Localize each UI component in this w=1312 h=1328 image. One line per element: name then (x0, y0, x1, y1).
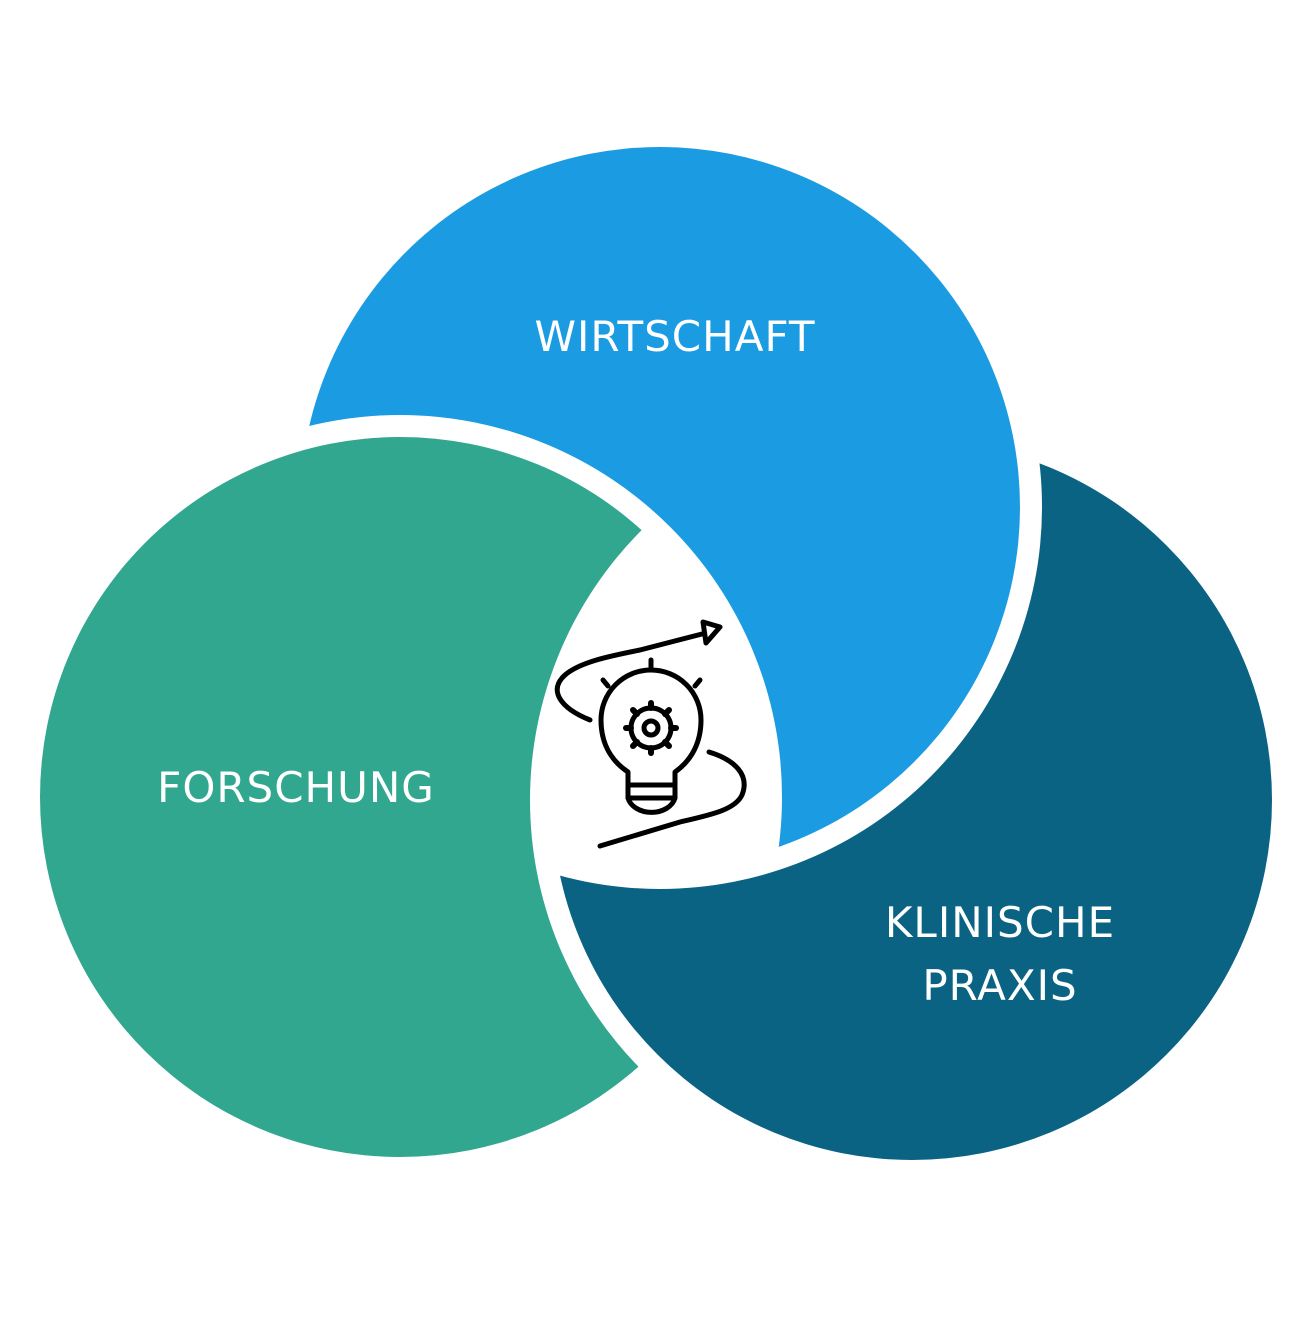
lightbulb-gear-arrow-icon (554, 619, 747, 849)
label-forschung: FORSCHUNG (157, 763, 435, 812)
circle-klinische-praxis (552, 440, 1272, 1160)
label-wirtschaft: WIRTSCHAFT (534, 312, 815, 361)
label-klinische: KLINISCHE (885, 898, 1115, 947)
label-praxis: PRAXIS (922, 961, 1077, 1010)
circle-forschung (40, 437, 760, 1157)
